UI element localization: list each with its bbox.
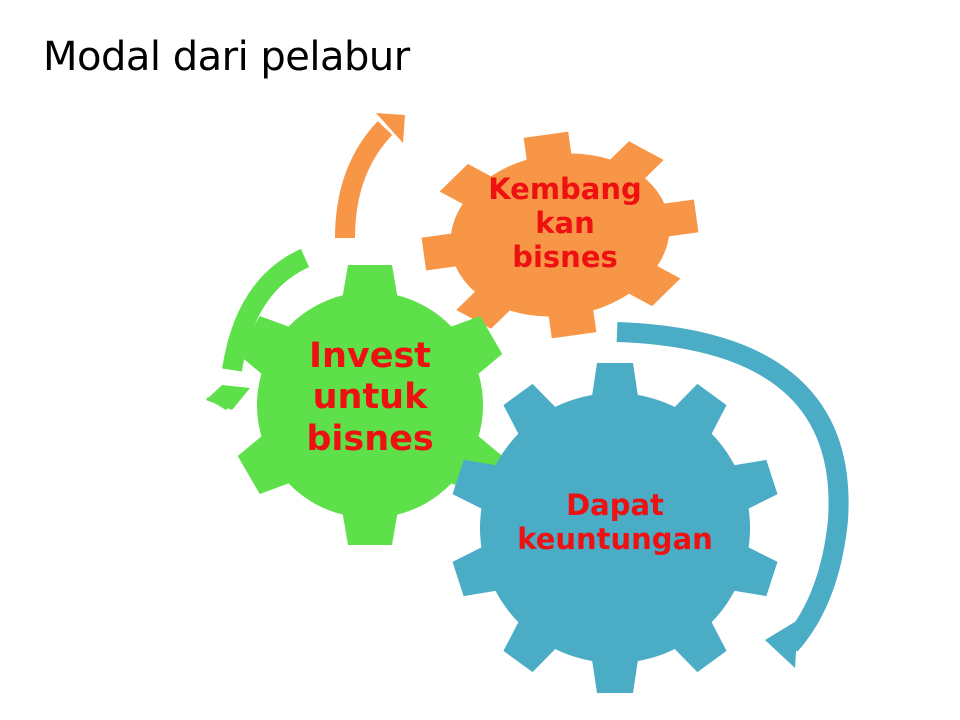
label-line: bisnes — [306, 418, 434, 459]
blue-curved-arrow-icon — [616, 322, 849, 668]
green-gear-label: Invest untuk bisnes — [290, 336, 450, 460]
label-line: Dapat — [566, 488, 664, 522]
blue-gear-label: Dapat keuntungan — [505, 488, 725, 556]
label-line: untuk — [312, 377, 428, 418]
orange-gear-label: Kembang kan bisnes — [480, 172, 650, 275]
label-line: kan — [535, 206, 595, 241]
orange-curved-arrow-icon — [335, 113, 405, 239]
orange-gear-icon — [421, 131, 699, 339]
blue-gear-icon — [452, 363, 778, 693]
label-line: Invest — [308, 336, 432, 376]
label-line: Kembang — [488, 172, 642, 206]
slide-title: Modal dari pelabur — [43, 34, 410, 80]
label-line: keuntungan — [517, 522, 713, 557]
green-curved-arrow-icon — [206, 248, 310, 410]
label-line: bisnes — [512, 240, 618, 275]
